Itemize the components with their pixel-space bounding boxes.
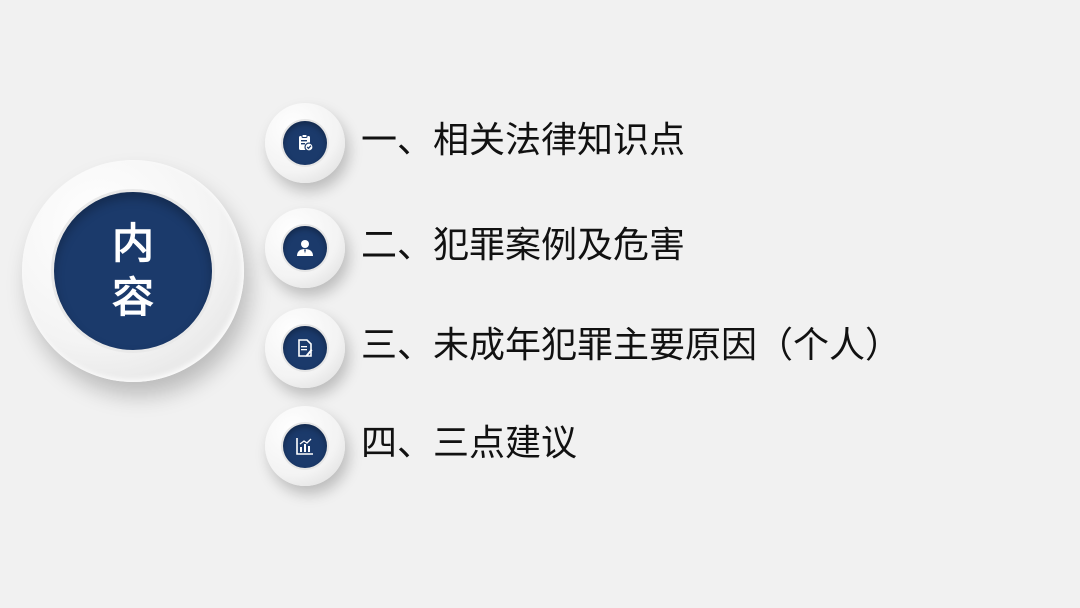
menu-item-3-ring: [265, 308, 345, 388]
contents-title: 内容: [111, 219, 154, 322]
clipboard-check-icon: [283, 121, 327, 165]
bar-chart-icon: [283, 424, 327, 468]
menu-item-2[interactable]: 二、犯罪案例及危害: [265, 208, 1025, 288]
menu-item-1-ring: [265, 103, 345, 183]
contents-badge: 内容: [22, 160, 244, 382]
user-icon: [283, 226, 327, 270]
document-pen-icon: [283, 326, 327, 370]
menu-item-1[interactable]: 一、相关法律知识点: [265, 103, 1025, 183]
menu-item-2-ring: [265, 208, 345, 288]
contents-badge-center: 内容: [54, 192, 212, 350]
menu-item-4-label: 四、三点建议: [361, 423, 578, 464]
menu-item-3-label: 三、未成年犯罪主要原因（个人）: [361, 325, 902, 366]
menu-item-4-ring: [265, 406, 345, 486]
menu-item-3[interactable]: 三、未成年犯罪主要原因（个人）: [265, 308, 1025, 388]
menu-item-2-label: 二、犯罪案例及危害: [361, 225, 686, 266]
menu-item-4[interactable]: 四、三点建议: [265, 406, 1025, 486]
menu-item-1-label: 一、相关法律知识点: [361, 120, 686, 161]
